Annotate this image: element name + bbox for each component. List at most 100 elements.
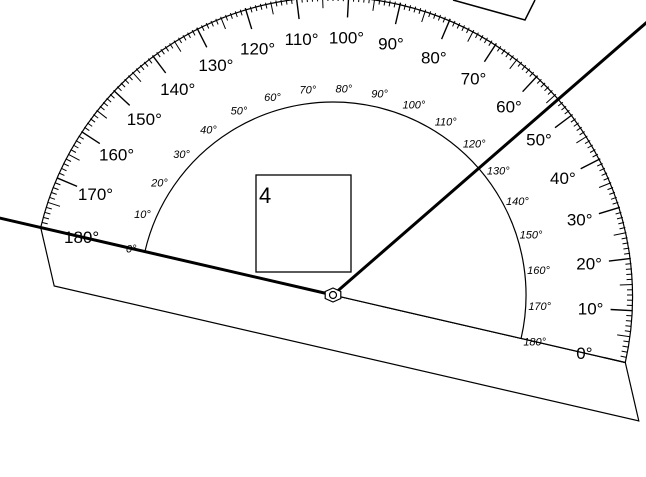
tick-mark [615, 211, 622, 215]
tick-mark [601, 172, 608, 176]
tick-mark [291, 0, 293, 4]
tick-mark [44, 211, 51, 215]
tick-mark [413, 6, 417, 13]
inner-scale-label: 160° [527, 265, 550, 277]
tick-mark [147, 58, 153, 64]
tick-mark [525, 68, 531, 74]
tick-mark [467, 29, 475, 42]
tick-mark [598, 206, 621, 215]
tick-mark [540, 82, 546, 88]
tick-mark [496, 46, 502, 52]
tick-mark [372, 0, 375, 11]
tick-mark [403, 3, 407, 10]
tick-mark [625, 320, 632, 322]
tick-mark [437, 14, 441, 21]
tick-mark [461, 25, 465, 32]
tick-mark [47, 201, 61, 207]
tick-mark [620, 355, 627, 358]
tick-mark [205, 22, 210, 29]
tick-mark [442, 16, 446, 23]
tick-mark [225, 14, 229, 21]
tick-mark [60, 167, 67, 172]
tick-mark [388, 0, 391, 7]
tick-mark [619, 227, 626, 230]
tick-mark [466, 27, 470, 34]
tick-mark [280, 0, 283, 6]
outer-scale-label: 90° [378, 35, 404, 54]
tick-mark [87, 122, 93, 127]
tick-mark [63, 163, 70, 167]
tick-mark [93, 114, 99, 119]
outer-scale-label: 50° [526, 131, 552, 150]
tick-mark [249, 6, 253, 13]
tick-mark [70, 149, 77, 153]
tick-mark [393, 1, 396, 8]
tick-mark [285, 0, 288, 5]
tick-mark [598, 182, 612, 188]
tick-mark [529, 71, 535, 77]
outer-scale-label: 0° [576, 344, 592, 363]
label-box [255, 174, 352, 273]
tick-mark [84, 126, 90, 132]
tick-mark [41, 221, 48, 225]
tick-mark [139, 64, 145, 71]
tick-mark [609, 191, 616, 195]
tick-mark [220, 16, 226, 30]
tick-mark [623, 340, 630, 343]
tick-mark [58, 172, 65, 176]
partial-box-top [452, 0, 536, 21]
tick-mark [81, 131, 101, 145]
tick-mark [160, 49, 165, 55]
tick-mark [99, 105, 105, 111]
tick-mark [106, 97, 112, 103]
tick-mark [610, 196, 617, 200]
inner-scale-label: 90° [371, 88, 388, 100]
inner-scale-label: 110° [435, 116, 458, 128]
outer-scale-label: 40° [550, 169, 576, 188]
tick-mark [547, 90, 553, 95]
inner-scale-label: 20° [150, 177, 168, 189]
tick-mark [576, 126, 582, 132]
outer-scale-label: 140° [160, 80, 195, 99]
tick-mark [210, 20, 214, 27]
outer-scale-label: 130° [198, 56, 233, 75]
tick-mark [599, 167, 606, 172]
outer-scale-label: 170° [78, 185, 113, 204]
inner-scale-labels: 0°10°20°30°40°50°60°70°80°90°100°110°120… [126, 83, 552, 348]
tick-mark [151, 54, 167, 74]
tick-mark [135, 68, 141, 74]
tick-mark [621, 237, 628, 240]
tick-mark [584, 140, 591, 145]
tick-mark [624, 252, 631, 255]
inner-scale-label: 100° [403, 100, 426, 112]
outer-scale-label: 100° [329, 28, 364, 47]
inner-scale-label: 140° [506, 196, 529, 208]
tick-mark [621, 350, 628, 353]
outer-scale-label: 30° [567, 211, 593, 230]
tick-mark [65, 158, 72, 162]
outer-scale-label: 110° [285, 30, 319, 49]
tick-mark [608, 257, 631, 262]
tick-mark [378, 0, 381, 5]
tick-mark [622, 242, 629, 245]
tick-mark [113, 89, 131, 106]
inner-scale-label: 70° [299, 85, 316, 97]
outer-scale-label: 20° [576, 255, 602, 274]
inner-scale-label: 60° [264, 92, 281, 104]
tick-mark [173, 40, 182, 52]
tick-mark [509, 58, 519, 70]
tick-mark [612, 201, 619, 205]
tick-mark [270, 1, 274, 15]
protractor-ticks [40, 0, 634, 364]
tick-mark [579, 131, 585, 136]
tick-mark [383, 0, 386, 6]
tick-mark [517, 61, 523, 67]
protractor-cutout [144, 101, 527, 340]
tick-mark [90, 118, 96, 123]
tick-mark [164, 46, 170, 52]
ray-left [0, 216, 334, 297]
tick-mark [169, 43, 174, 49]
tick-mark [488, 40, 493, 46]
tick-mark [52, 187, 59, 191]
